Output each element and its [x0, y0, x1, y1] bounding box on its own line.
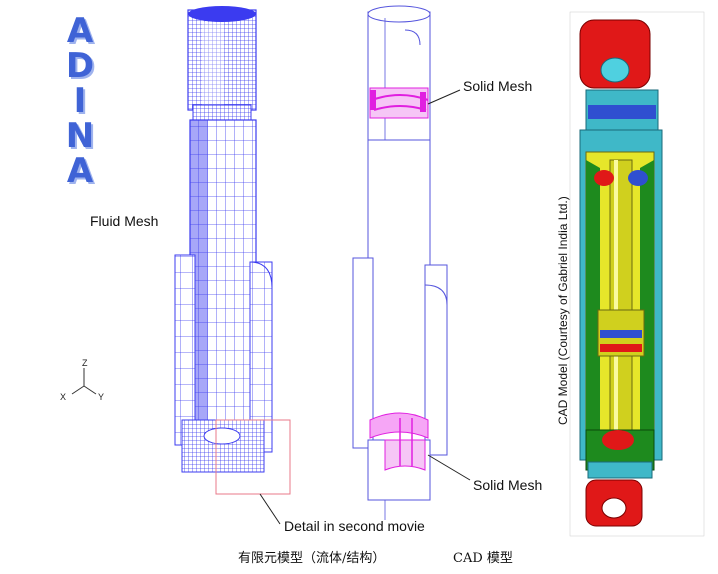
logo-letter: A: [66, 151, 94, 191]
axis-x-label: X: [60, 392, 67, 402]
detail-leader-line: [259, 493, 281, 525]
axis-triad: Z X Y: [58, 358, 106, 404]
caption-cad-model: CAD 模型: [453, 551, 513, 566]
detail-label: Detail in second movie: [284, 518, 425, 534]
fluid-mesh-label: Fluid Mesh: [90, 213, 159, 229]
solid-mesh-top-leader: [427, 89, 461, 105]
solid-mesh-bottom-leader: [427, 454, 471, 481]
logo-letter: I: [73, 81, 87, 121]
caption-fe-model: 有限元模型（流体/结构）: [238, 551, 386, 566]
logo-letter: A: [66, 11, 94, 51]
solid-mesh-top-label: Solid Mesh: [463, 78, 533, 94]
logo-letter: D: [65, 46, 95, 86]
solid-mesh-bottom-part: [369, 412, 429, 471]
axis-y-label: Y: [98, 392, 105, 402]
cad-credit-label: CAD Model (Courtesy of Gabriel India Ltd…: [556, 196, 570, 425]
solid-mesh-bottom-label: Solid Mesh: [473, 477, 543, 493]
solid-mesh-top-part: [369, 87, 429, 119]
logo-letter: N: [65, 116, 95, 156]
axis-z-label: Z: [82, 358, 88, 368]
adina-logo: A D I N A: [60, 14, 100, 189]
detail-box: [215, 419, 291, 495]
